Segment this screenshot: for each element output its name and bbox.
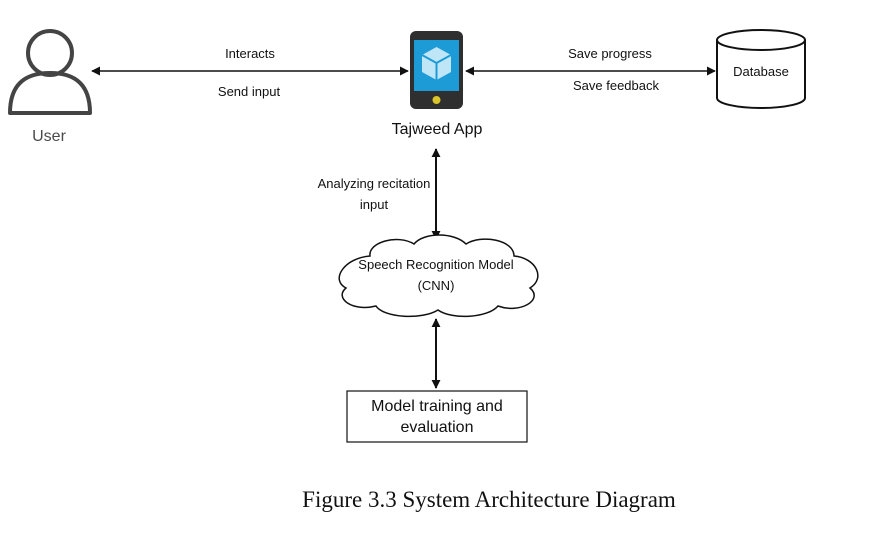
send-input-label: Send input [218,84,281,99]
save-progress-label: Save progress [568,46,652,61]
interacts-label: Interacts [225,46,275,61]
speech-model-label-line2: (CNN) [418,278,455,293]
analyzing-label-line1: Analyzing recitation [318,176,431,191]
mobile-app-icon [410,31,463,109]
database-icon [716,29,806,109]
model-training-box [346,390,528,443]
user-icon [8,29,92,115]
speech-model-label-line1: Speech Recognition Model [358,257,513,272]
database-label: Database [733,64,789,79]
app-label: Tajweed App [392,121,483,138]
user-label: User [32,128,66,145]
analyzing-label-line2: input [360,197,389,212]
speech-model-cloud [338,234,539,318]
model-training-label-line2: evaluation [401,419,474,436]
model-training-label-line1: Model training and [371,398,503,415]
figure-caption: Figure 3.3 System Architecture Diagram [302,487,676,512]
save-feedback-label: Save feedback [573,78,660,93]
